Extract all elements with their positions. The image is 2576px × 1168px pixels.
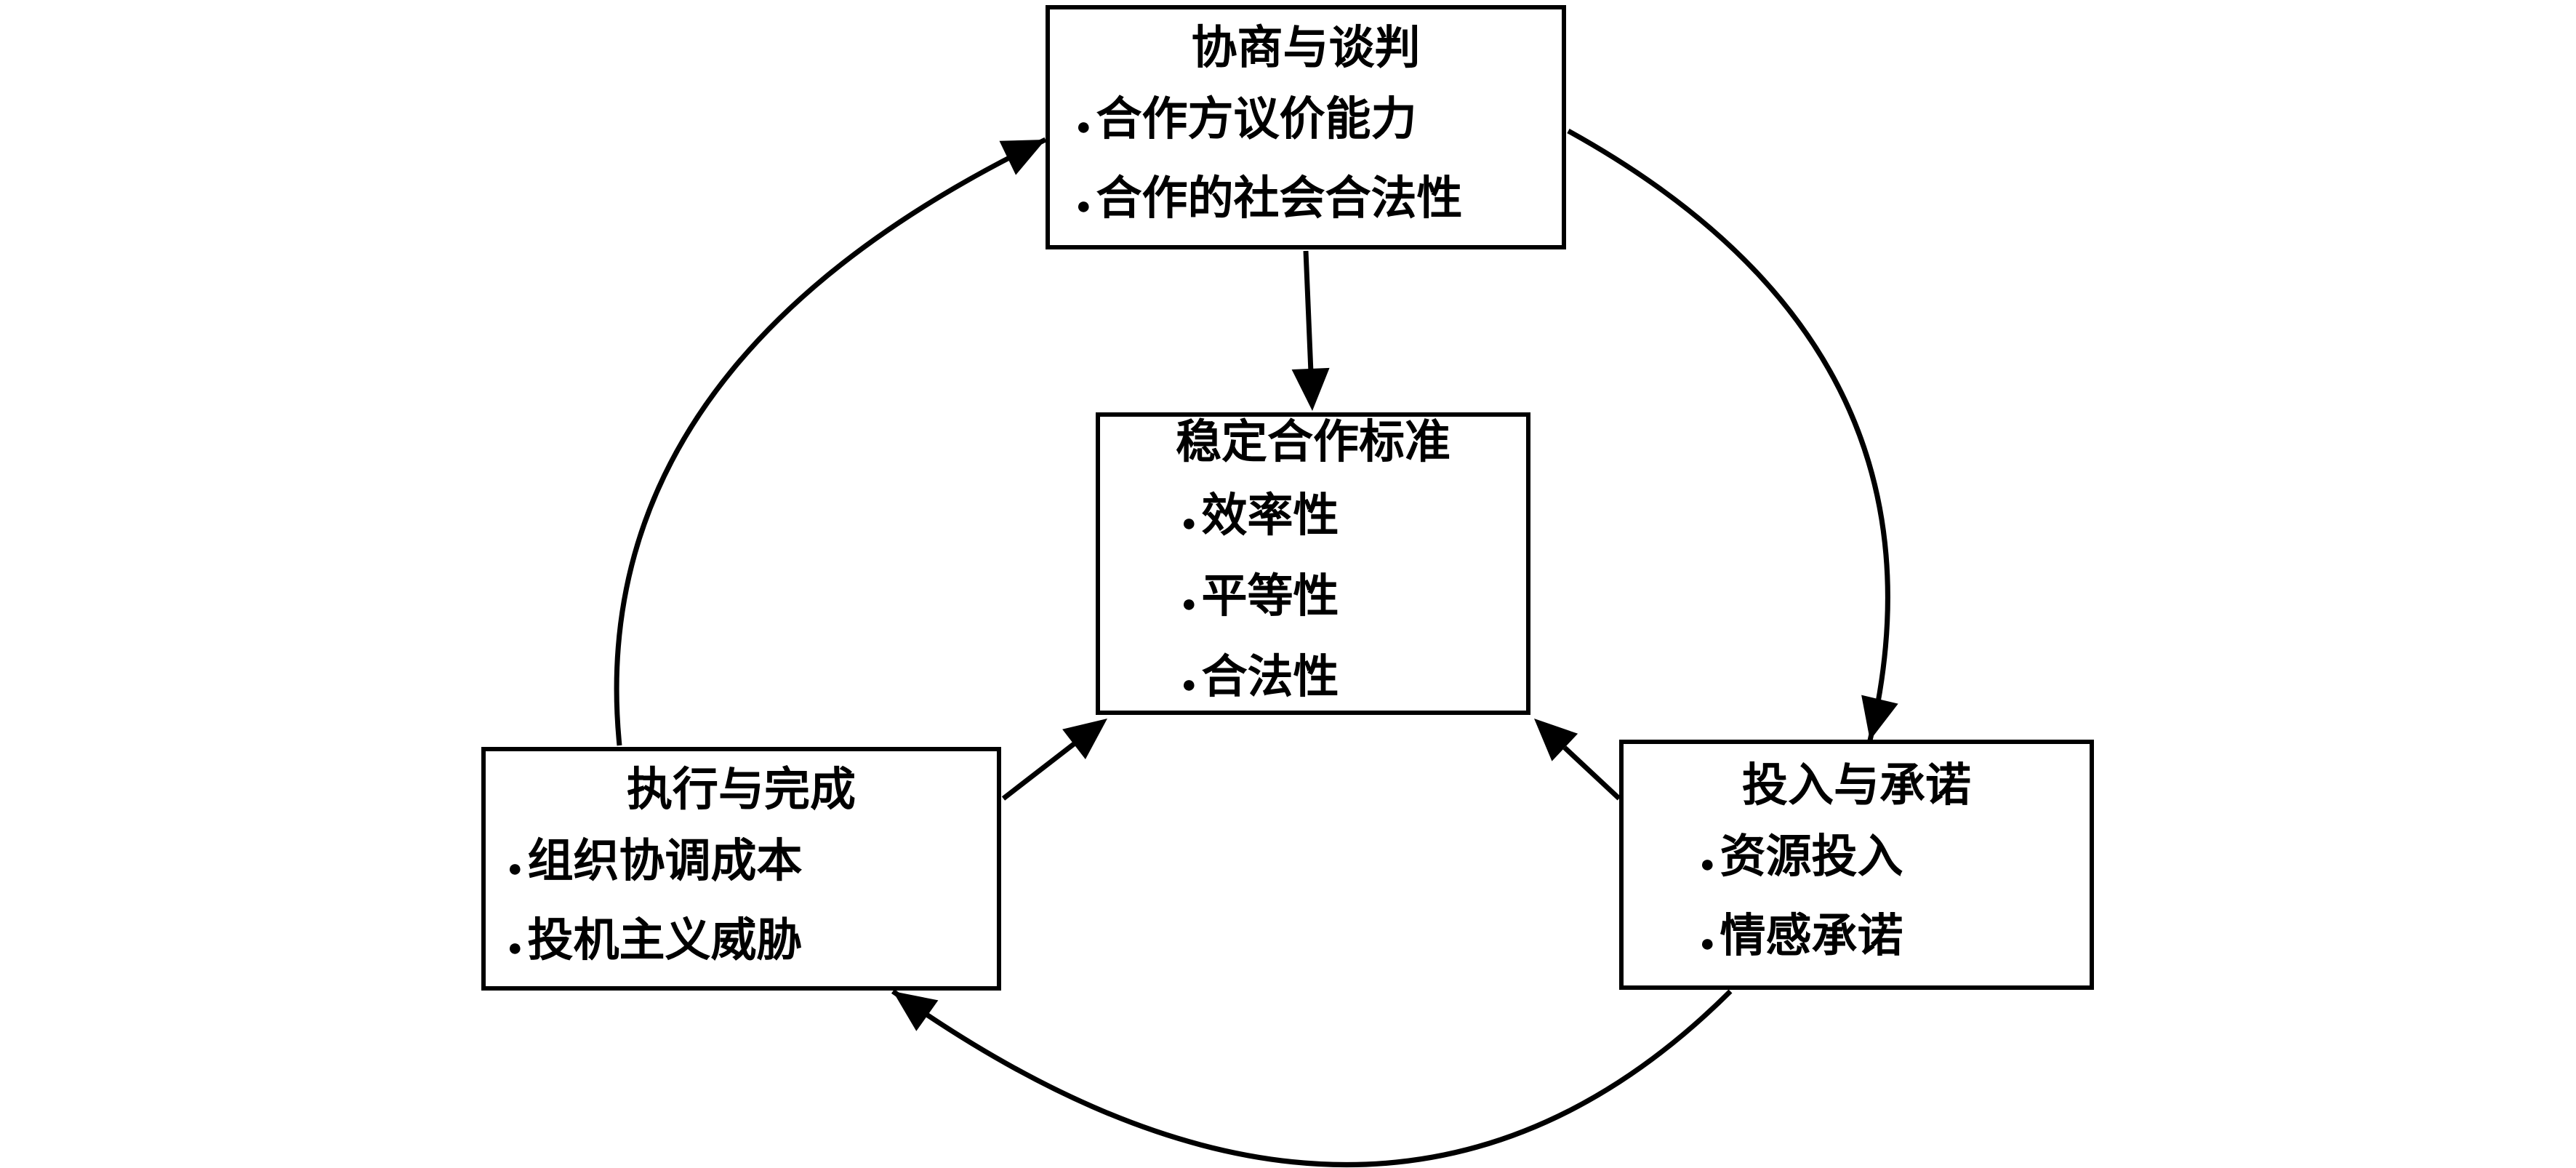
bullet-dot-icon: ● [1181, 510, 1197, 537]
node-negotiation-title: 协商与谈判 [1191, 23, 1421, 73]
bullet-text: 资源投入 [1720, 831, 1903, 882]
bullet-dot-icon: ● [1181, 591, 1197, 617]
bullet-text: 合作方议价能力 [1096, 94, 1417, 145]
arrowhead-into-negotiation [999, 140, 1046, 175]
node-execution-title: 执行与完成 [627, 764, 856, 815]
bullet-dot-icon: ● [1076, 193, 1091, 220]
node-standards-title: 稳定合作标准 [1176, 417, 1450, 468]
bullet-item: ●投机主义威胁 [486, 905, 997, 984]
bullet-text: 情感承诺 [1720, 911, 1903, 961]
bullet-dot-icon: ● [507, 855, 523, 882]
arrowhead-into-commitment [1861, 695, 1898, 740]
bullet-dot-icon: ● [507, 934, 523, 961]
arrow-negotiation-to-standards [1303, 250, 1314, 373]
node-execution: 执行与完成 ●组织协调成本 ●投机主义威胁 [481, 747, 1001, 991]
bullet-item: ●情感承诺 [1624, 900, 2090, 980]
node-commitment-title: 投入与承诺 [1742, 760, 1971, 811]
bullet-text: 效率性 [1201, 490, 1339, 541]
bullet-dot-icon: ● [1076, 113, 1091, 140]
bullet-dot-icon: ● [1700, 930, 1715, 957]
arrowhead-into-execution [893, 991, 939, 1031]
arrow-execution-to-standards [1001, 742, 1076, 801]
bullet-text: 平等性 [1201, 571, 1339, 622]
bullet-dot-icon: ● [1700, 851, 1715, 878]
bullet-dot-icon: ● [1181, 671, 1197, 698]
bullet-item: ●合作方议价能力 [1050, 84, 1562, 163]
bullet-text: 合作的社会合法性 [1096, 173, 1463, 224]
arrowhead-commitment-to-standards [1534, 719, 1578, 761]
node-negotiation: 协商与谈判 ●合作方议价能力 ●合作的社会合法性 [1046, 5, 1566, 249]
bullet-text: 组织协调成本 [527, 835, 803, 887]
node-standards: 稳定合作标准 ●效率性 ●平等性 ●合法性 [1096, 412, 1530, 715]
arrowhead-negotiation-to-standards [1291, 367, 1330, 411]
cycle-arc-negotiation-to-commitment [1567, 128, 1890, 741]
bullet-text: 投机主义威胁 [527, 914, 803, 966]
cycle-arc-commitment-to-execution [891, 989, 1733, 1167]
bullet-item: ●组织协调成本 [486, 825, 997, 905]
bullet-item: ●合作的社会合法性 [1050, 163, 1562, 242]
bullet-item: ●资源投入 [1624, 821, 2090, 900]
arrowhead-execution-to-standards [1062, 719, 1107, 759]
bullet-item: ●效率性 [1100, 479, 1526, 560]
bullet-item: ●合法性 [1100, 641, 1526, 721]
bullet-item: ●平等性 [1100, 560, 1526, 641]
cycle-arc-execution-to-negotiation [614, 137, 1047, 746]
bullet-text: 合法性 [1201, 652, 1339, 703]
arrow-commitment-to-standards [1562, 745, 1621, 801]
node-commitment: 投入与承诺 ●资源投入 ●情感承诺 [1619, 740, 2094, 990]
